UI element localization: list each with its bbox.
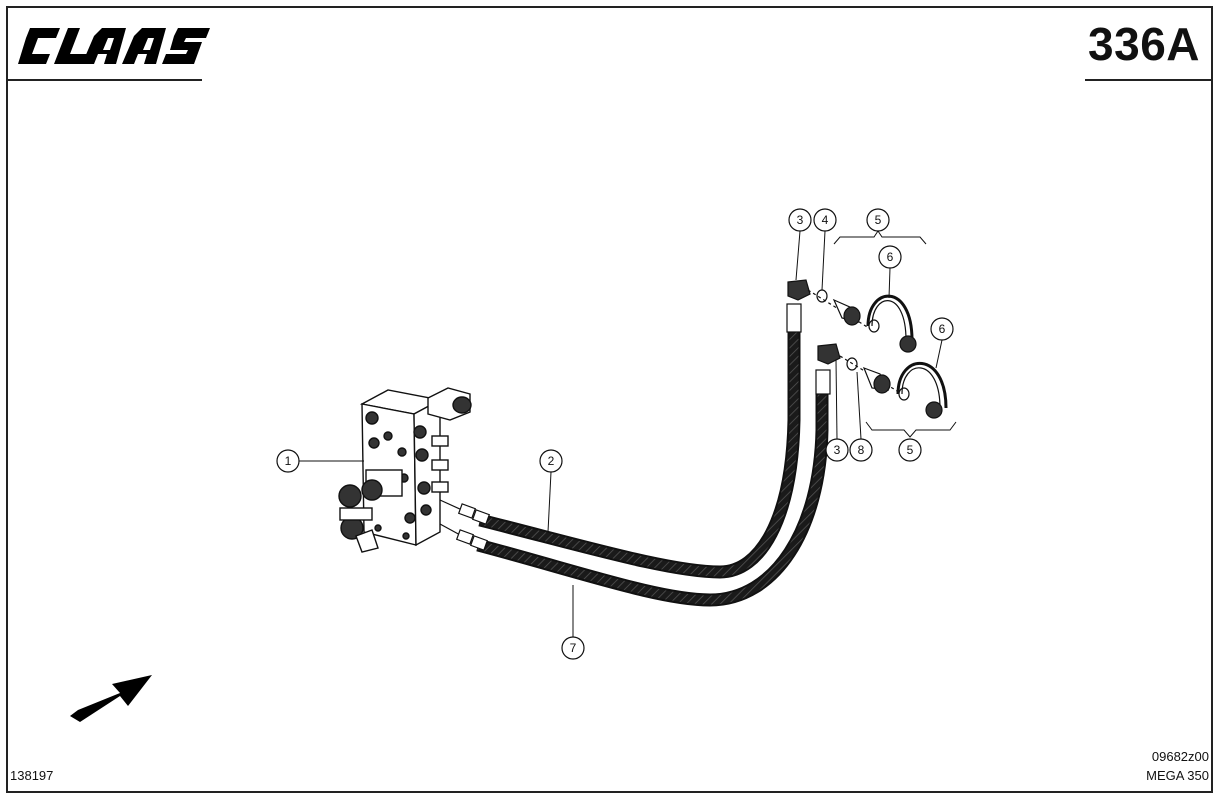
svg-text:8: 8 xyxy=(858,443,865,457)
callout-5-upper: 5 xyxy=(866,208,890,232)
leader-lines xyxy=(299,230,957,637)
header-rule-left xyxy=(8,79,202,81)
footer-drawing-code: 09682z00 xyxy=(1151,749,1209,764)
header-rule-right xyxy=(1085,79,1213,81)
callout-7: 7 xyxy=(561,636,585,660)
svg-text:1: 1 xyxy=(285,454,292,468)
callout-6-lower: 6 xyxy=(930,317,954,341)
callout-1: 1 xyxy=(276,449,300,473)
hose-2 xyxy=(478,330,801,579)
svg-text:5: 5 xyxy=(907,443,914,457)
svg-text:4: 4 xyxy=(822,213,829,227)
svg-text:7: 7 xyxy=(570,641,577,655)
svg-text:3: 3 xyxy=(797,213,804,227)
drawing-frame xyxy=(6,6,1213,793)
callout-3-upper: 3 xyxy=(788,208,812,232)
page-number: 336A xyxy=(1088,18,1200,70)
hose-end-fittings xyxy=(439,499,491,551)
svg-text:6: 6 xyxy=(887,250,894,264)
callout-6-upper: 6 xyxy=(878,245,902,269)
callout-5-lower: 5 xyxy=(898,438,922,462)
upper-fittings xyxy=(786,279,948,419)
footer-left-code: 138197 xyxy=(10,768,54,783)
svg-text:6: 6 xyxy=(939,322,946,336)
svg-text:2: 2 xyxy=(548,454,555,468)
hose-7 xyxy=(476,388,829,607)
callout-8: 8 xyxy=(849,438,873,462)
callout-2: 2 xyxy=(539,449,563,473)
svg-text:3: 3 xyxy=(834,443,841,457)
callout-3-lower: 3 xyxy=(825,438,849,462)
svg-text:5: 5 xyxy=(875,213,882,227)
footer-model: MEGA 350 xyxy=(1146,768,1209,783)
callout-4: 4 xyxy=(813,208,837,232)
forward-direction-arrow-icon xyxy=(70,675,152,722)
valve-block xyxy=(338,387,472,553)
claas-logo xyxy=(18,28,210,64)
